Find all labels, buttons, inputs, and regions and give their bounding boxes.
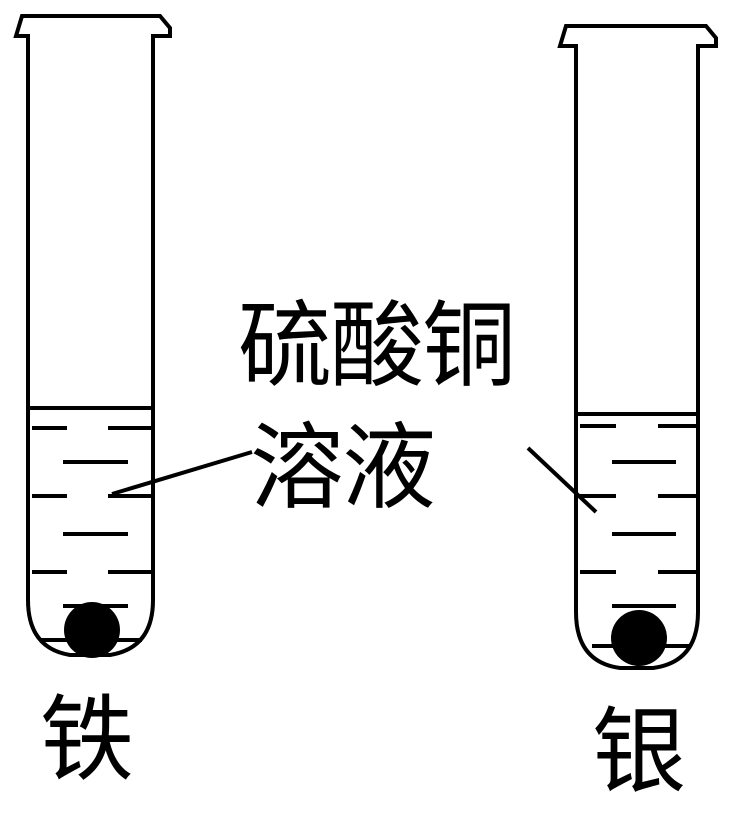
left-metal-sample [64,602,120,658]
leader-line-right [526,446,598,514]
right-test-tube [557,24,718,670]
solution-label-line-2: 溶液 [250,414,436,523]
right-metal-sample [611,610,667,666]
left-metal-label: 铁 [40,686,135,795]
leader-line-left [111,450,253,496]
left-test-tube [13,14,172,658]
right-tube-outline [557,24,718,670]
right-metal-label: 银 [592,698,687,807]
left-tube-outline [13,14,172,657]
solution-label-line-1: 硫酸铜 [238,292,516,401]
